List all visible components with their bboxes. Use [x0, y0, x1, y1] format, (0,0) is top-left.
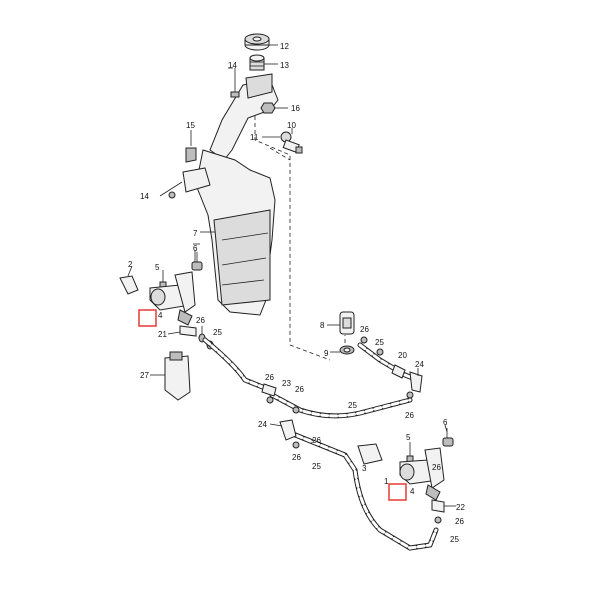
connector-24: [269, 406, 300, 449]
hose-connector-left: [167, 325, 214, 350]
connector-23: [261, 383, 277, 404]
leader-lines: [193, 44, 448, 433]
connector-22: [431, 499, 456, 524]
reservoir-tank: [182, 73, 279, 316]
level-sensor: [262, 128, 303, 154]
bolt-14-top: [230, 68, 240, 98]
callout-15: 15: [186, 121, 195, 130]
callout-27: 27: [140, 371, 149, 380]
callout-23: 23: [282, 379, 291, 388]
callout-16: 16: [291, 104, 300, 113]
callout-26-a: 26: [196, 316, 205, 325]
callout-4-right: 4: [410, 487, 415, 496]
hose-lower: [285, 429, 439, 551]
callout-22: 22: [456, 503, 465, 512]
callout-25-e: 25: [450, 535, 459, 544]
callout-1: 1: [384, 477, 389, 486]
callout-25-c: 25: [348, 401, 357, 410]
callout-7: 7: [193, 229, 198, 238]
bracket-15: [185, 130, 197, 163]
bracket-27: [150, 351, 191, 401]
callout-26-i: 26: [432, 463, 441, 472]
callout-25-a: 25: [213, 328, 222, 337]
callout-26-b: 26: [360, 325, 369, 334]
callout-26-e: 26: [405, 411, 414, 420]
callout-11: 11: [250, 133, 259, 142]
callout-24-b: 24: [258, 420, 267, 429]
bolt-14-left: [159, 181, 183, 199]
highlight-box-left: [138, 309, 157, 327]
pump-right: [357, 428, 454, 501]
callout-25-d: 25: [312, 462, 321, 471]
callout-26-d: 26: [295, 385, 304, 394]
callout-6-right: 6: [443, 418, 448, 427]
hose-center: [269, 392, 413, 419]
callout-26-h: 26: [455, 517, 464, 526]
callout-6-left: 6: [193, 244, 198, 253]
callout-20: 20: [398, 351, 407, 360]
callout-5-right: 5: [406, 433, 411, 442]
callout-10: 10: [287, 121, 296, 130]
callout-14-top: 14: [228, 61, 237, 70]
filler-cap: [244, 33, 270, 51]
callout-21: 21: [158, 330, 167, 339]
callout-25-b: 25: [375, 338, 384, 347]
callout-26-f: 26: [292, 453, 301, 462]
callout-9: 9: [324, 349, 329, 358]
callout-14-left: 14: [140, 192, 149, 201]
callout-26-g: 26: [312, 436, 321, 445]
highlight-box-right: [388, 483, 407, 501]
callout-26-c: 26: [265, 373, 274, 382]
callout-5-left: 5: [155, 263, 160, 272]
callout-24-a: 24: [415, 360, 424, 369]
pump-8: [327, 311, 355, 355]
hose-left-main: [202, 337, 273, 393]
callout-4-left: 4: [158, 311, 163, 320]
pump-left: [119, 250, 203, 326]
callout-13: 13: [280, 61, 289, 70]
hose-right-upper: [357, 342, 421, 383]
callout-8: 8: [320, 321, 325, 330]
callout-2: 2: [128, 260, 133, 269]
callout-12: 12: [280, 42, 289, 51]
callout-3: 3: [362, 464, 367, 473]
strainer: [249, 54, 265, 71]
nut-16: [260, 102, 288, 114]
hose-fittings-right: [360, 336, 423, 399]
callout-labels: 12 13 14 16 15 10 11 14 7 6 2 5 4 21 26 …: [128, 42, 465, 544]
